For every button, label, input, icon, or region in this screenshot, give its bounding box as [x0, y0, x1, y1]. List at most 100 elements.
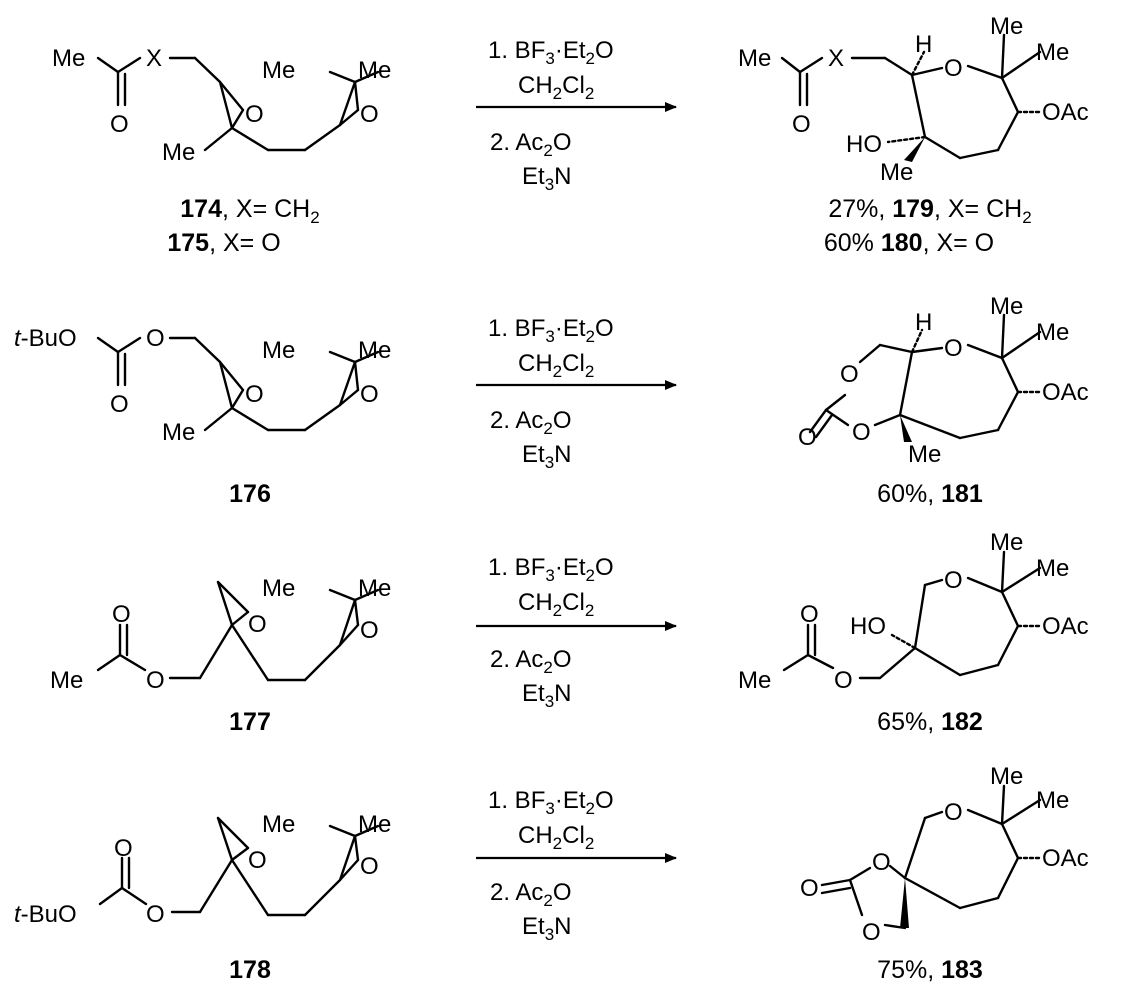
reagent-bf3-et2o: 1. BF3·Et2O — [488, 554, 614, 585]
tert-butoxy-label: t-BuO — [14, 901, 77, 928]
carbonyl-oxygen-label: O — [112, 601, 131, 628]
solvent-ch2cl2: CH2Cl2 — [518, 822, 594, 853]
acetate-label: OAc — [1042, 845, 1089, 872]
reagent-ac2o: 2. Ac2O — [490, 646, 572, 677]
compound-label-178: 178 — [229, 956, 271, 984]
methyl-label: Me — [908, 441, 941, 468]
compound-label-176: 176 — [229, 480, 271, 508]
starting-material-178: O t-BuO O O Me Me O — [14, 811, 391, 928]
acetate-label: OAc — [1042, 99, 1089, 126]
methyl-label: Me — [50, 667, 83, 694]
carbonate-oxygen-label: O — [852, 419, 871, 446]
ring-oxygen-label: O — [944, 55, 963, 82]
carbonyl-oxygen-label: O — [110, 111, 129, 138]
compound-label-182: 65%, 182 — [877, 708, 983, 736]
compound-label-181: 60%, 181 — [877, 480, 983, 508]
methyl-label: Me — [52, 45, 85, 72]
starting-material-177: O Me O O Me Me O — [50, 575, 391, 694]
compound-label-174: 174, X= CH2 — [180, 195, 319, 227]
compound-label-175: 175, X= O — [167, 229, 280, 257]
reagent-ac2o: 2. Ac2O — [490, 879, 572, 910]
epoxide-oxygen-label: O — [245, 381, 264, 408]
epoxide-oxygen-label: O — [248, 847, 267, 874]
hydrogen-label: H — [915, 31, 932, 58]
methyl-label: Me — [262, 575, 295, 602]
starting-material-174-175: Me X O O Me Me Me O — [52, 45, 391, 166]
reagent-bf3-et2o: 1. BF3·Et2O — [488, 37, 614, 68]
reagent-bf3-et2o: 1. BF3·Et2O — [488, 315, 614, 346]
product-183: O Me Me OAc O O O — [800, 763, 1089, 946]
compound-label-177: 177 — [229, 708, 271, 736]
epoxide-oxygen-label: O — [248, 611, 267, 638]
tert-butoxy-label: t-BuO — [14, 325, 77, 352]
epoxide-oxygen-label: O — [360, 101, 379, 128]
carbonyl-oxygen-label: O — [110, 391, 129, 418]
x-group-label: X — [828, 45, 844, 72]
reaction-conditions-1: 1. BF3·Et2O CH2Cl2 2. Ac2O Et3N — [476, 37, 677, 194]
ester-oxygen-label: O — [146, 667, 165, 694]
methyl-label: Me — [162, 419, 195, 446]
methyl-label: Me — [262, 57, 295, 84]
ring-oxygen-label: O — [944, 335, 963, 362]
epoxide-oxygen-label: O — [245, 101, 264, 128]
product-181: H O O O O Me Me OAc Me — [798, 293, 1089, 468]
acetate-label: OAc — [1042, 379, 1089, 406]
methyl-label: Me — [990, 763, 1023, 790]
hydrogen-label: H — [915, 309, 932, 336]
methyl-label: Me — [990, 13, 1023, 40]
reagent-et3n: Et3N — [522, 913, 572, 944]
solvent-ch2cl2: CH2Cl2 — [518, 350, 594, 381]
compound-label-180: 60% 180, X= O — [824, 229, 994, 257]
reagent-ac2o: 2. Ac2O — [490, 407, 572, 438]
carbonate-oxygen-label: O — [862, 919, 881, 946]
methyl-label: Me — [990, 293, 1023, 320]
methyl-label: Me — [1036, 787, 1069, 814]
reaction-conditions-2: 1. BF3·Et2O CH2Cl2 2. Ac2O Et3N — [476, 315, 677, 472]
x-group-label: X — [146, 45, 162, 72]
ring-oxygen-label: O — [944, 799, 963, 826]
reagent-et3n: Et3N — [522, 680, 572, 711]
methyl-label: Me — [358, 337, 391, 364]
methyl-label: Me — [262, 337, 295, 364]
epoxide-oxygen-label: O — [360, 853, 379, 880]
methyl-label: Me — [738, 45, 771, 72]
carbonyl-oxygen-label: O — [114, 835, 133, 862]
methyl-label: Me — [880, 159, 913, 186]
methyl-label: Me — [1036, 555, 1069, 582]
methyl-label: Me — [358, 57, 391, 84]
hydroxyl-label: HO — [846, 131, 882, 158]
reagent-et3n: Et3N — [522, 163, 572, 194]
methyl-label: Me — [262, 811, 295, 838]
solvent-ch2cl2: CH2Cl2 — [518, 72, 594, 103]
compound-label-179: 27%, 179, X= CH2 — [828, 195, 1031, 227]
ester-oxygen-label: O — [834, 667, 853, 694]
epoxide-oxygen-label: O — [360, 617, 379, 644]
methyl-label: Me — [1036, 319, 1069, 346]
epoxide-oxygen-label: O — [360, 381, 379, 408]
reagent-bf3-et2o: 1. BF3·Et2O — [488, 787, 614, 818]
carbonate-oxygen-label: O — [840, 361, 859, 388]
product-179-180: Me X O H O Me Me OAc HO Me — [738, 13, 1089, 186]
product-182: O Me Me OAc HO O Me O — [738, 529, 1089, 694]
methyl-label: Me — [358, 575, 391, 602]
reagent-et3n: Et3N — [522, 441, 572, 472]
ester-oxygen-label: O — [146, 901, 165, 928]
carbonate-oxygen-label: O — [872, 849, 891, 876]
compound-label-183: 75%, 183 — [877, 956, 983, 984]
carbonyl-oxygen-label: O — [800, 601, 819, 628]
hydroxyl-label: HO — [850, 613, 886, 640]
methyl-label: Me — [1036, 39, 1069, 66]
solvent-ch2cl2: CH2Cl2 — [518, 589, 594, 620]
ester-oxygen-label: O — [146, 325, 165, 352]
ring-oxygen-label: O — [944, 567, 963, 594]
acetate-label: OAc — [1042, 613, 1089, 640]
methyl-label: Me — [358, 811, 391, 838]
methyl-label: Me — [738, 667, 771, 694]
starting-material-176: t-BuO O O O Me Me Me O — [14, 325, 391, 446]
carbonyl-oxygen-label: O — [792, 111, 811, 138]
methyl-label: Me — [990, 529, 1023, 556]
carbonyl-oxygen-label: O — [800, 875, 819, 902]
reagent-ac2o: 2. Ac2O — [490, 129, 572, 160]
methyl-label: Me — [162, 139, 195, 166]
